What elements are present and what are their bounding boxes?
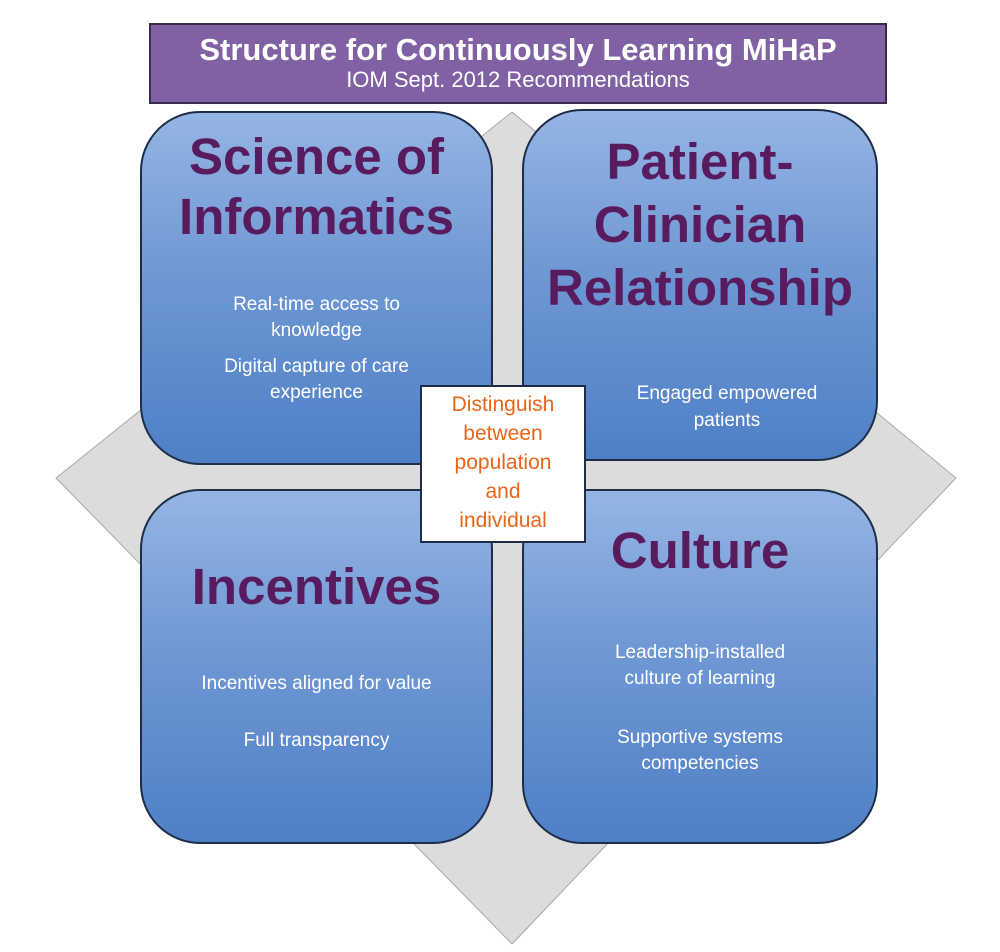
quadrant-item-line: culture of learning <box>624 668 776 689</box>
center-callout-line: individual <box>459 509 547 532</box>
center-callout-line: population <box>454 451 552 474</box>
header-banner: Structure for Continuously Learning MiHa… <box>149 23 887 104</box>
center-callout-line: between <box>463 422 543 445</box>
quadrant-title-line: Science of <box>188 128 445 185</box>
quadrant-item-line: Full transparency <box>243 730 390 751</box>
quadrant-item-line: Supportive systems <box>617 727 783 748</box>
page-title: Structure for Continuously Learning MiHa… <box>199 32 837 67</box>
center-callout-line: and <box>485 480 521 503</box>
quadrant-item-line: Digital capture of care <box>224 356 409 377</box>
quadrant-item-line: competencies <box>641 753 759 774</box>
quadrant-title-line: Incentives <box>191 558 442 615</box>
quadrant-culture: Culture Leadership-installed culture of … <box>522 489 878 844</box>
quadrant-science-of-informatics: Science of Informatics Real-time access … <box>140 111 493 465</box>
quadrant-item-line: Leadership-installed <box>614 642 786 663</box>
quadrant-item-line: Engaged empowered <box>636 383 818 404</box>
quadrant-title-line: Informatics <box>179 188 454 245</box>
quadrant-item-line: experience <box>270 382 363 403</box>
quadrant-incentives: Incentives Incentives aligned for value … <box>140 489 493 844</box>
quadrant-title-line: Relationship <box>546 259 854 316</box>
quadrant-item-line: Incentives aligned for value <box>201 673 432 694</box>
center-callout-line: Distinguish <box>451 393 555 416</box>
quadrant-patient-clinician-relationship: Patient- Clinician Relationship Engaged … <box>522 109 878 461</box>
quadrant-title-line: Culture <box>610 522 790 579</box>
quadrant-title-line: Patient- <box>606 133 794 190</box>
quadrant-item-line: patients <box>693 410 761 431</box>
center-callout-box: Distinguish between population and indiv… <box>420 385 586 543</box>
page-subtitle: IOM Sept. 2012 Recommendations <box>346 67 690 92</box>
quadrant-item-line: Real-time access to <box>233 294 400 315</box>
quadrant-title-line: Clinician <box>593 196 807 253</box>
quadrant-item-line: knowledge <box>271 320 362 341</box>
